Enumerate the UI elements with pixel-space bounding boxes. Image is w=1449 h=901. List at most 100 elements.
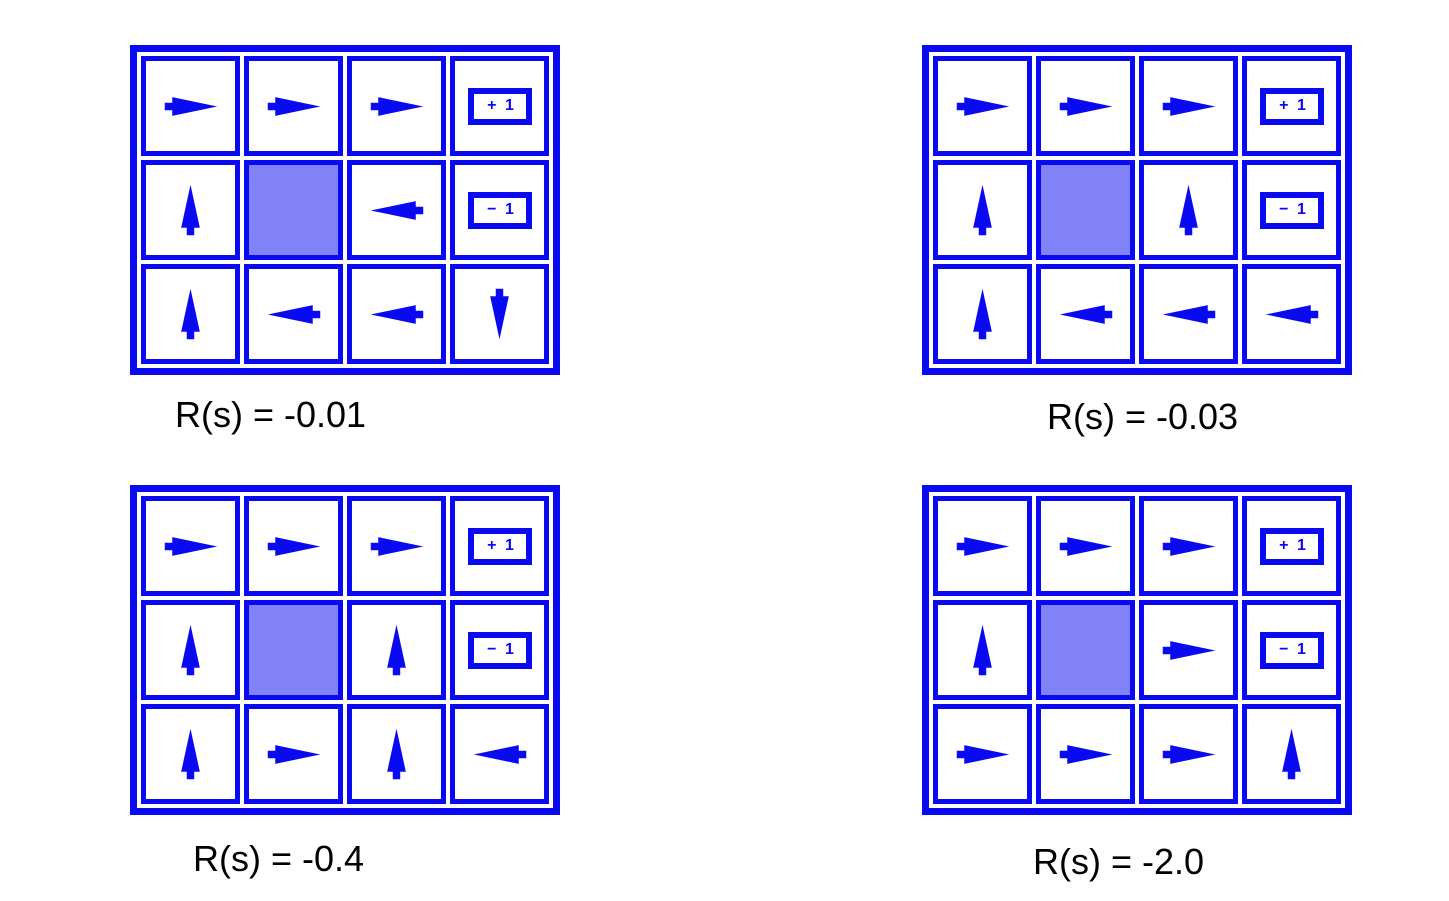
policy-cell-left [1139,264,1238,364]
right-arrow-icon [1162,744,1215,764]
plus-one-label: + 1 [487,537,516,554]
plus-one-label: + 1 [487,97,516,114]
plus-one-badge: + 1 [1259,87,1324,125]
plus-one-badge: + 1 [1259,527,1324,565]
policy-cell-down [450,264,549,364]
policy-cell-right [1139,496,1238,596]
policy-grid-r-minus-2-0: + 1 − 1 [922,485,1352,815]
policy-cell-up [1242,704,1341,804]
policy-cell-left [1036,264,1135,364]
left-arrow-icon [1162,304,1215,324]
policy-cell-left [244,264,343,364]
right-arrow-icon [267,536,320,556]
policy-cell-up [141,264,240,364]
wall-cell [1036,600,1135,700]
right-arrow-icon [370,536,423,556]
policy-cell-right [1139,704,1238,804]
policy-grid-r-minus-0-01: + 1 − 1 [130,45,560,375]
minus-one-label: − 1 [487,201,516,218]
policy-cell-up [933,160,1032,260]
left-arrow-icon [473,744,526,764]
policy-cell-right [933,56,1032,156]
up-arrow-icon [973,288,992,340]
right-arrow-icon [164,96,217,116]
policy-cell-right [1036,496,1135,596]
plus-one-label: + 1 [1279,97,1308,114]
right-arrow-icon [1059,96,1112,116]
minus-one-badge: − 1 [1259,191,1324,229]
policy-cell-up [141,600,240,700]
policy-cell-right [933,704,1032,804]
policy-cell-right [1036,704,1135,804]
right-arrow-icon [1162,536,1215,556]
left-arrow-icon [370,200,423,220]
minus-one-label: − 1 [1279,201,1308,218]
policy-cell-up [1139,160,1238,260]
policy-cell-up [933,600,1032,700]
minus-one-label: − 1 [1279,641,1308,658]
up-arrow-icon [973,184,992,236]
terminal-cell-plus-one: + 1 [450,56,549,156]
right-arrow-icon [1059,536,1112,556]
reward-label-r-minus-0-03: R(s) = -0.03 [1047,396,1239,437]
up-arrow-icon [181,624,200,676]
right-arrow-icon [1162,640,1215,660]
terminal-cell-minus-one: − 1 [450,160,549,260]
right-arrow-icon [1162,96,1215,116]
up-arrow-icon [1179,184,1198,236]
policy-cell-right [1139,600,1238,700]
policy-grid-r-minus-0-4: + 1 − 1 [130,485,560,815]
terminal-cell-minus-one: − 1 [450,600,549,700]
wall-cell [244,160,343,260]
terminal-cell-plus-one: + 1 [1242,56,1341,156]
up-arrow-icon [387,728,406,780]
plus-one-badge: + 1 [467,87,532,125]
policy-cell-up [933,264,1032,364]
policy-cell-right [141,56,240,156]
up-arrow-icon [1282,728,1301,780]
policy-cell-left [1242,264,1341,364]
policy-cell-right [141,496,240,596]
policy-cell-right [1036,56,1135,156]
policy-cell-up [347,704,446,804]
right-arrow-icon [370,96,423,116]
policy-cell-left [450,704,549,804]
right-arrow-icon [1059,744,1112,764]
reward-label-r-minus-0-01: R(s) = -0.01 [175,394,367,435]
policy-cell-up [141,160,240,260]
policy-cell-left [347,264,446,364]
minus-one-label: − 1 [487,641,516,658]
policy-cell-right [347,56,446,156]
minus-one-badge: − 1 [467,631,532,669]
right-arrow-icon [956,536,1009,556]
policy-grid-r-minus-0-03: + 1 − 1 [922,45,1352,375]
terminal-cell-plus-one: + 1 [1242,496,1341,596]
left-arrow-icon [267,304,320,324]
up-arrow-icon [973,624,992,676]
up-arrow-icon [181,728,200,780]
right-arrow-icon [956,96,1009,116]
plus-one-label: + 1 [1279,537,1308,554]
policy-cell-right [347,496,446,596]
policy-cell-up [347,600,446,700]
policy-cell-right [244,56,343,156]
up-arrow-icon [181,288,200,340]
wall-cell [244,600,343,700]
policy-cell-left [347,160,446,260]
down-arrow-icon [490,288,509,340]
right-arrow-icon [267,744,320,764]
terminal-cell-plus-one: + 1 [450,496,549,596]
left-arrow-icon [1265,304,1318,324]
policy-cell-up [141,704,240,804]
policy-cell-right [1139,56,1238,156]
up-arrow-icon [387,624,406,676]
reward-label-r-minus-0-4: R(s) = -0.4 [193,838,365,879]
terminal-cell-minus-one: − 1 [1242,600,1341,700]
plus-one-badge: + 1 [467,527,532,565]
policy-cell-right [244,496,343,596]
wall-cell [1036,160,1135,260]
left-arrow-icon [1059,304,1112,324]
reward-label-r-minus-2-0: R(s) = -2.0 [1033,841,1205,882]
up-arrow-icon [181,184,200,236]
